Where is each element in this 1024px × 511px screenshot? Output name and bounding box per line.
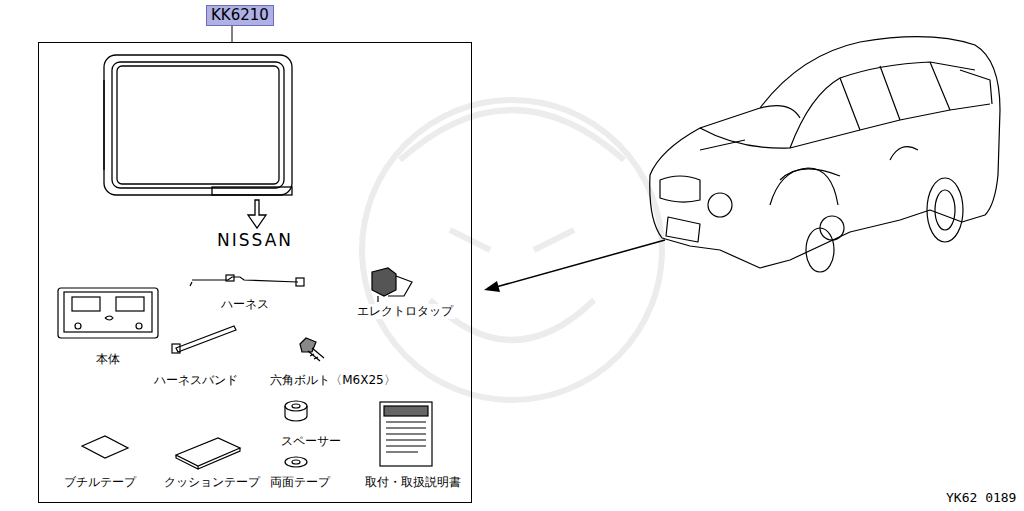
harness-band [172,326,236,353]
electro-tap [372,268,412,302]
brand-logo: NISSAN [215,233,295,248]
plate-frame [104,55,292,228]
pointer-arrow [484,240,665,292]
part-name: ハーネスバンド [152,373,240,388]
part-name: 両面テープ [268,475,332,490]
leader-line [232,25,233,42]
butyl-tape [82,436,128,458]
part-name: クッションテープ [162,475,262,490]
part-name: 本体 [94,352,122,367]
part-name: 六角ボルト〈M6X25〉 [268,373,397,388]
manual [380,402,432,466]
part-name: スペーサー [279,434,343,449]
double-sided-tape [285,457,307,467]
figure-code: YK62 0189 [944,490,1018,505]
part-name: ブチルテープ [62,475,138,490]
part-name: 取付・取扱説明書 [363,475,463,490]
car-illustration [650,37,1000,272]
harness [190,275,304,286]
base-bracket [58,288,158,338]
hex-bolt [300,338,324,361]
watermark [362,100,662,400]
part-number: KK6210 [206,5,274,26]
kit-outline-box: KK6210 [38,42,472,503]
part-name: エレクトロタップ [355,304,455,319]
part-name: ハーネス [219,297,271,312]
spacer [285,401,307,421]
cushion-tape [176,438,240,469]
